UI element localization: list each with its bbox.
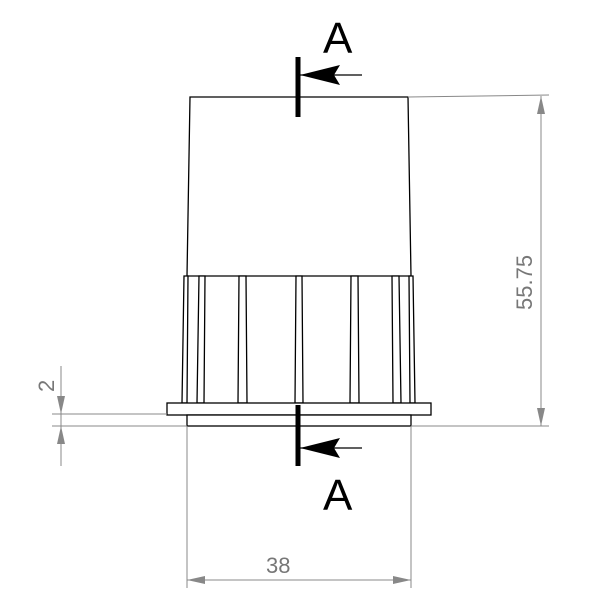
width-dimension-value: 38 (266, 553, 290, 578)
thickness-dimension-value: 2 (34, 380, 59, 392)
section-marker-top (295, 57, 362, 117)
section-label-top: A (323, 14, 353, 63)
part-body (186, 96, 412, 277)
rib (237, 275, 248, 404)
rib (391, 275, 402, 404)
ribs (181, 275, 416, 404)
height-dimension-value: 55.75 (512, 255, 537, 310)
section-marker-bottom (295, 405, 362, 466)
rib (196, 275, 206, 404)
width-dimension (186, 426, 412, 588)
rib (294, 275, 304, 404)
thickness-dimension (52, 366, 187, 466)
section-label-bottom: A (323, 471, 353, 520)
rib (181, 275, 189, 404)
rib (349, 275, 360, 404)
rib (408, 275, 416, 404)
height-dimension (407, 94, 550, 427)
